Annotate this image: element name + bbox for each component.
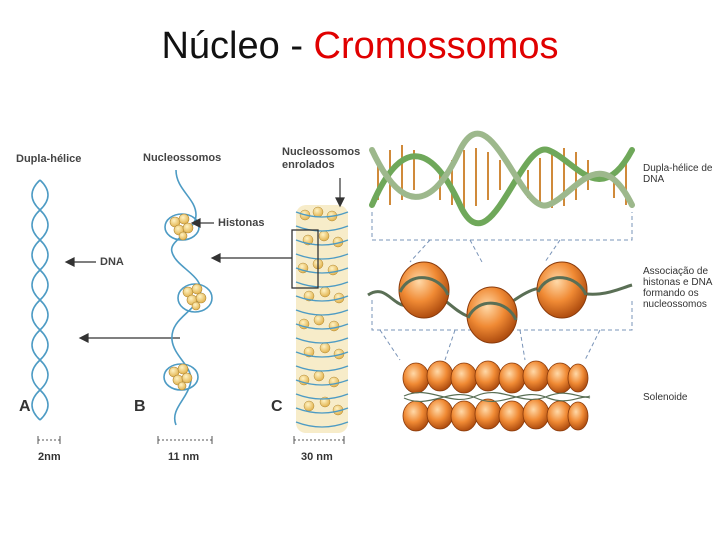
scale-11nm: 11 nm bbox=[168, 451, 200, 463]
right-helix bbox=[369, 130, 635, 227]
histone-clusters-b bbox=[168, 213, 207, 391]
nucleosome-row bbox=[367, 261, 633, 344]
double-helix-a bbox=[31, 179, 49, 421]
label-dupla-helice-dna: Dupla-hélice de DNA bbox=[643, 163, 713, 185]
dna-arrow bbox=[64, 257, 96, 267]
label-associacao: Associação de histonas e DNA formando os… bbox=[643, 266, 712, 310]
label-dna: DNA bbox=[100, 256, 124, 268]
dashed-connectors bbox=[371, 212, 633, 361]
label-histonas: Histonas bbox=[218, 217, 265, 229]
label-nucleossomos: Nucleossomos bbox=[143, 152, 222, 164]
coiled-fiber-c bbox=[291, 205, 349, 433]
enrolados-arrow bbox=[335, 178, 345, 208]
c-to-b-arrow bbox=[210, 253, 292, 263]
histonas-arrow bbox=[190, 218, 214, 228]
title-part-2: Cromossomos bbox=[313, 25, 559, 67]
scale-2nm: 2nm bbox=[38, 451, 61, 463]
label-nucleossomos-enrolados: Nucleossomos enrolados bbox=[282, 146, 361, 171]
title-part-1: Núcleo - bbox=[161, 25, 314, 67]
stage-c-letter: C bbox=[271, 398, 283, 415]
page-title: Núcleo - Cromossomos bbox=[0, 22, 720, 70]
highlight-box bbox=[291, 229, 319, 289]
label-dupla-helice: Dupla-hélice bbox=[16, 153, 82, 165]
long-arrow bbox=[78, 333, 180, 343]
stage-a-letter: A bbox=[19, 398, 31, 415]
stage-b-letter: B bbox=[134, 398, 146, 415]
scale-30nm: 30 nm bbox=[301, 451, 333, 463]
label-solenoide: Solenoide bbox=[643, 392, 688, 403]
solenoid bbox=[402, 360, 591, 432]
